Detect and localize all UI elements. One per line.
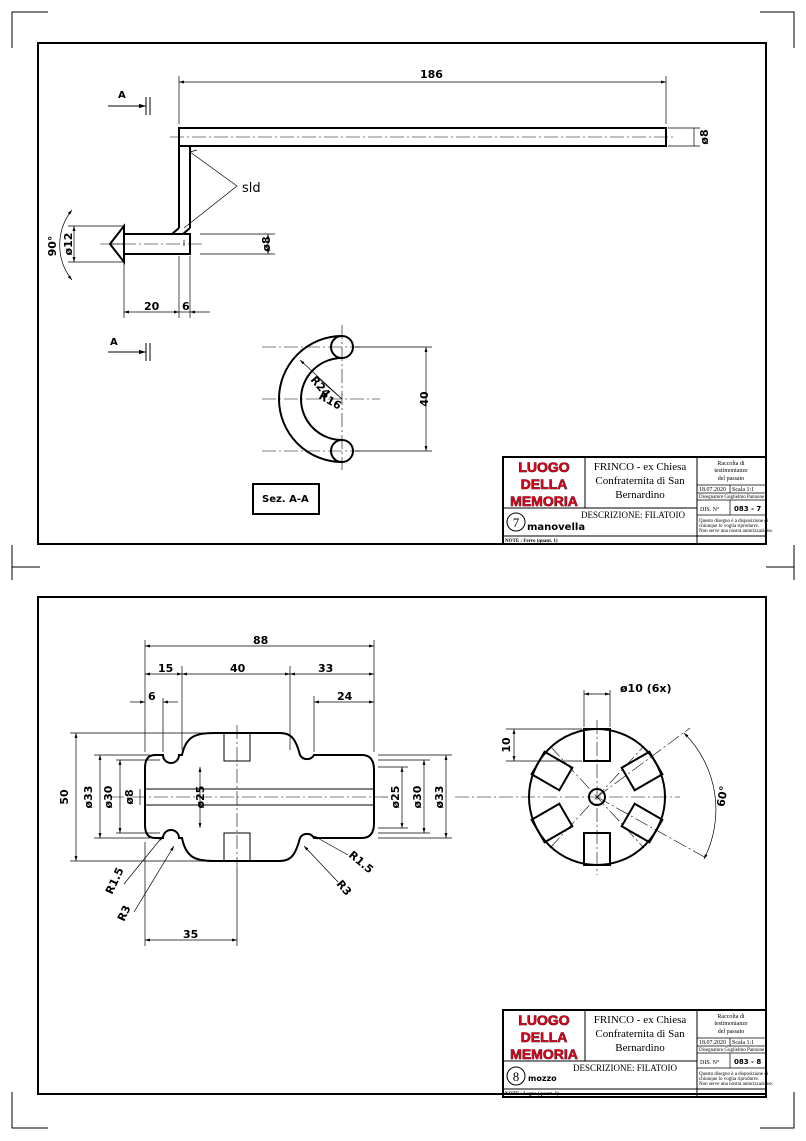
sheet-1-dimensions: 186 ø8 ø8 ø12 90° 20 6 sld (46, 68, 711, 318)
disclaimer-line-3: Non serve una nostra autorizzazione. (699, 529, 773, 534)
dim-length: 186 (420, 68, 443, 81)
dim-r15-right: R1.5 (346, 848, 376, 876)
dim-r3-left: R3 (115, 903, 134, 923)
sheet-1-border (37, 42, 767, 545)
dim-d25-center: ø25 (194, 786, 207, 809)
dim-d30-right: ø30 (411, 785, 424, 808)
disclaimer-line-2: chiunque lo voglia riprodurre. (699, 524, 759, 529)
scale: Scala 1:1 (732, 487, 754, 493)
place-line-3: Bernardino (615, 489, 665, 501)
date: 18.07.2020 (699, 1040, 726, 1046)
title-block-1: LUOGO DELLA MEMORIA FRINCO - ex Chiesa C… (502, 456, 773, 545)
collection-line-3: del passato (718, 476, 745, 482)
disclaimer-line-1: Questo disegno è a disposizione di (699, 519, 769, 524)
hub-front-view (455, 720, 709, 875)
section-aa-view: 40 R24 R16 (262, 325, 432, 470)
logo-line-1: LUOGO (518, 459, 569, 475)
sheet-1: A A 186 ø8 ø8 ø12 90° (37, 42, 773, 545)
dim-d8: ø8 (123, 789, 136, 804)
place-line-1: FRINCO - ex Chiesa (594, 1014, 687, 1026)
note: NOTE : Ferro (quant. 1) (505, 539, 558, 544)
dim-angle: 90° (46, 236, 59, 257)
logo-line-3: MEMORIA (510, 1046, 578, 1062)
dim-d25-right: ø25 (389, 786, 402, 809)
dim-w88: 88 (253, 634, 268, 647)
scale: Scala 1:1 (732, 1040, 754, 1046)
dim-w15: 15 (158, 662, 173, 675)
dim-len-20: 20 (144, 300, 160, 313)
dim-dia-tip: ø12 (62, 233, 75, 256)
place-line-3: Bernardino (615, 1042, 665, 1054)
weld-label: sld (242, 181, 261, 196)
collection-line-3: del passato (718, 1029, 745, 1035)
logo-line-2: DELLA (521, 1029, 568, 1045)
hub-side-view (110, 725, 390, 868)
collection-line-2: testimonianze (714, 468, 748, 474)
dis-number: 083 - 8 (734, 1058, 761, 1066)
dim-w33: 33 (318, 662, 333, 675)
disclaimer-line-2: chiunque lo voglia riprodurre. (699, 1077, 759, 1082)
dim-w24: 24 (337, 690, 353, 703)
dim-h50: 50 (58, 789, 71, 805)
item-name: mozzo (528, 1074, 557, 1083)
section-arrow-top: A (108, 90, 151, 115)
dim-dia-rod-2: ø8 (260, 236, 273, 251)
author: Disegnatore Guglielmo Pannone (699, 1048, 765, 1053)
description: DESCRIZIONE: FILATOIO (581, 510, 686, 520)
dim-holes: ø10 (6x) (620, 682, 672, 695)
dim-r16: R16 (317, 389, 344, 412)
item-name: manovella (527, 522, 585, 533)
hub-front-dimensions: ø10 (6x) 10 60° (500, 682, 731, 860)
place-line-2: Confraternita di San (595, 475, 685, 487)
dis-label: DIS. N° (700, 506, 720, 513)
dim-w6: 6 (148, 690, 156, 703)
sheet-2: 88 15 40 33 6 24 50 ø33 (37, 596, 773, 1098)
item-number-circle (506, 512, 526, 532)
logo-line-1: LUOGO (518, 1012, 569, 1028)
crop-marks (11, 11, 795, 1129)
crank-body (100, 127, 676, 265)
description: DESCRIZIONE: FILATOIO (573, 1063, 678, 1073)
dim-dia-rod: ø8 (698, 129, 711, 144)
dim-h10: 10 (500, 737, 513, 753)
place-line-2: Confraternita di San (595, 1028, 685, 1040)
logo-line-3: MEMORIA (510, 493, 578, 509)
dis-label: DIS. N° (700, 1059, 720, 1066)
dis-number: 083 - 7 (734, 505, 761, 513)
hub-side-dimensions: 88 15 40 33 6 24 50 ø33 (58, 634, 452, 946)
arrow-label-bottom: A (110, 337, 118, 348)
collection-line-2: testimonianze (714, 1021, 748, 1027)
place-line-1: FRINCO - ex Chiesa (594, 461, 687, 473)
sheet-2-border (37, 596, 767, 1095)
item-number-circle (506, 1066, 526, 1086)
disclaimer-line-1: Questo disegno è a disposizione di (699, 1072, 769, 1077)
dim-d33-right: ø33 (433, 786, 446, 809)
dim-d30-left: ø30 (102, 785, 115, 808)
dim-d33-left: ø33 (82, 786, 95, 809)
arrow-label-top: A (118, 90, 126, 101)
collection-line-1: Raccolta di (717, 461, 744, 467)
item-number: 7 (513, 515, 520, 530)
dim-angle-60: 60° (714, 785, 730, 808)
logo-line-2: DELLA (521, 476, 568, 492)
disclaimer-line-3: Non serve una nostra autorizzazione. (699, 1082, 773, 1087)
dim-w35: 35 (183, 928, 198, 941)
dim-h40: 40 (418, 391, 431, 407)
item-number: 8 (513, 1069, 520, 1084)
author: Disegnatore Guglielmo Pannone (699, 495, 765, 500)
collection-line-1: Raccolta di (717, 1014, 744, 1020)
dim-len-6: 6 (182, 300, 190, 313)
section-label: Sez. A-A (262, 494, 309, 505)
date: 18.07.2020 (699, 487, 726, 493)
note: NOTE : Legno (quant. 1) (505, 1092, 559, 1097)
title-block-2: LUOGO DELLA MEMORIA FRINCO - ex Chiesa C… (502, 1009, 773, 1098)
dim-w40: 40 (230, 662, 246, 675)
dim-r15-left: R1.5 (103, 865, 127, 896)
section-label-box (252, 483, 320, 515)
section-arrow-bottom: A (108, 337, 151, 361)
